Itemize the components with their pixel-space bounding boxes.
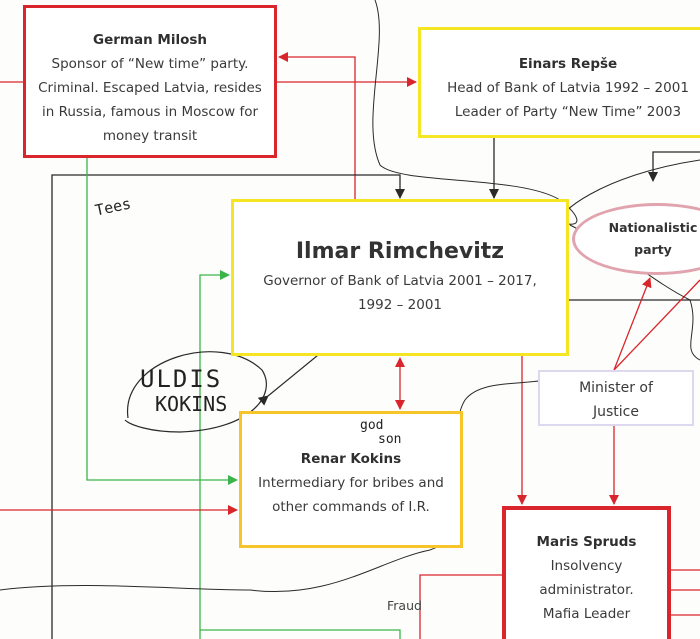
edge-fraud xyxy=(419,574,502,639)
node-text: 1992 – 2001 xyxy=(357,297,443,313)
node-minister-of-justice[interactable]: Minister of Justice xyxy=(538,370,694,426)
handdrawn-circle-uldis xyxy=(124,351,267,433)
node-text: Mafia Leader xyxy=(542,606,631,622)
node-text: Intermediary for bribes and xyxy=(258,475,444,491)
handwritten-note-kokins: KOKINS xyxy=(155,392,228,416)
node-nationalistic-party[interactable]: Nationalistic party xyxy=(572,203,700,275)
handdrawn-boundary xyxy=(372,0,700,225)
edge-black-nat xyxy=(648,151,700,182)
edge-minister-nat-2 xyxy=(613,279,700,371)
node-maris-spruds[interactable]: Maris Spruds Insolvency administrator. M… xyxy=(502,506,671,639)
handdrawn-boundary-3 xyxy=(0,379,546,592)
edge-label-fraud: Fraud xyxy=(387,598,422,613)
edge-black-loop xyxy=(51,174,405,639)
node-text: party xyxy=(634,242,672,257)
handwritten-note-uldis: ULDIS xyxy=(140,365,223,393)
node-text: Leader of Party “New Time” 2003 xyxy=(454,104,682,120)
node-text: other commands of I.R. xyxy=(272,499,430,515)
node-text: Sponsor of “New time” party. xyxy=(51,56,249,72)
node-title: Renar Kokins xyxy=(300,451,402,467)
node-text: Head of Bank of Latvia 1992 – 2001 xyxy=(447,80,689,96)
node-einars-repse[interactable]: Einars Repše Head of Bank of Latvia 1992… xyxy=(418,27,700,138)
node-ilmar-rimchevitz[interactable]: Ilmar Rimchevitz Governor of Bank of Lat… xyxy=(231,199,569,356)
handwritten-note-son: son xyxy=(378,432,402,447)
node-text: Criminal. Escaped Latvia, resides xyxy=(38,80,262,96)
node-text: Governor of Bank of Latvia 2001 – 2017, xyxy=(263,273,537,289)
node-text: Minister of xyxy=(579,380,653,396)
node-renar-kokins[interactable]: Renar Kokins Intermediary for bribes and… xyxy=(239,411,463,548)
node-german-milosh[interactable]: German Milosh Sponsor of “New time” part… xyxy=(23,5,277,158)
handwritten-note-god: god xyxy=(360,418,384,433)
node-text: in Russia, famous in Moscow for xyxy=(41,104,259,120)
edge-ilmar-german xyxy=(278,52,356,199)
node-title: Maris Spruds xyxy=(536,534,637,550)
node-text: Insolvency xyxy=(550,558,623,574)
node-title: German Milosh xyxy=(93,32,207,48)
node-title: Einars Repše xyxy=(518,56,618,72)
node-text: money transit xyxy=(102,128,198,144)
node-text: Nationalistic xyxy=(608,220,698,235)
edge-german-renar xyxy=(86,158,238,485)
node-text: Justice xyxy=(593,404,639,420)
edge-green-ilmar xyxy=(199,270,230,639)
node-text: administrator. xyxy=(539,582,634,598)
edge-maris-right xyxy=(671,569,700,616)
node-title: Ilmar Rimchevitz xyxy=(295,239,505,264)
edge-green-bottom xyxy=(200,629,401,639)
edge-minister-nat xyxy=(613,277,652,371)
